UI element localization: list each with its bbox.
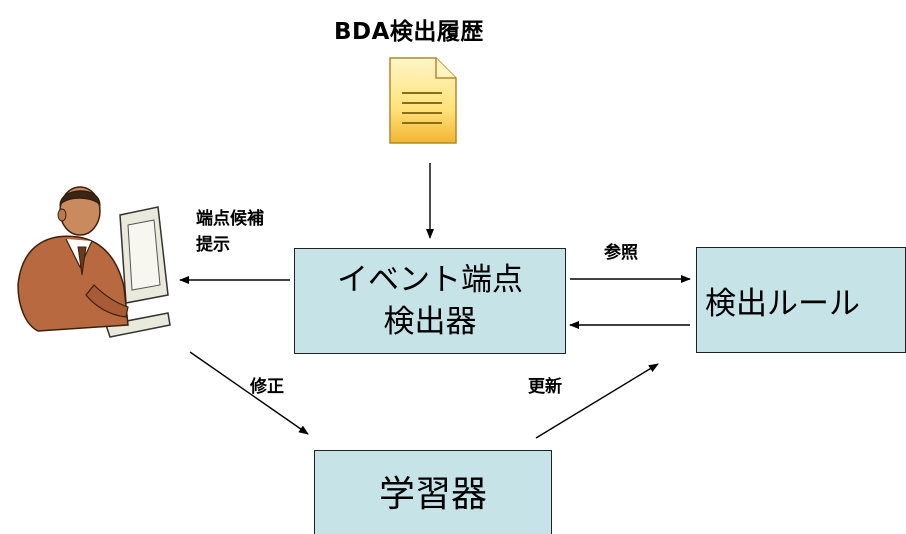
detector-label-line1: イベント端点 <box>337 262 523 298</box>
detection-rules-box: 検出ルール <box>696 247 906 353</box>
document-title: BDA検出履歴 <box>334 19 484 45</box>
arrow-user-to-learner <box>189 351 309 435</box>
edge-label-reference: 参照 <box>604 243 638 263</box>
rules-label: 検出ルール <box>705 285 860 322</box>
edge-label-candidates-line1: 端点候補 <box>196 209 264 229</box>
edge-label-candidates-line2: 提示 <box>196 235 230 255</box>
learner-label: 学習器 <box>378 474 487 515</box>
document-icon <box>386 55 460 147</box>
edge-label-update: 更新 <box>528 377 562 397</box>
arrow-learner-to-rules <box>535 363 659 439</box>
detector-label-line2: 検出器 <box>383 304 477 340</box>
event-endpoint-detector-box: イベント端点 検出器 <box>294 248 566 354</box>
edge-label-correction: 修正 <box>250 377 284 397</box>
user-at-computer-icon <box>8 175 178 345</box>
edge-label-candidates: 端点候補 提示 <box>196 206 264 258</box>
learner-box: 学習器 <box>314 450 552 534</box>
